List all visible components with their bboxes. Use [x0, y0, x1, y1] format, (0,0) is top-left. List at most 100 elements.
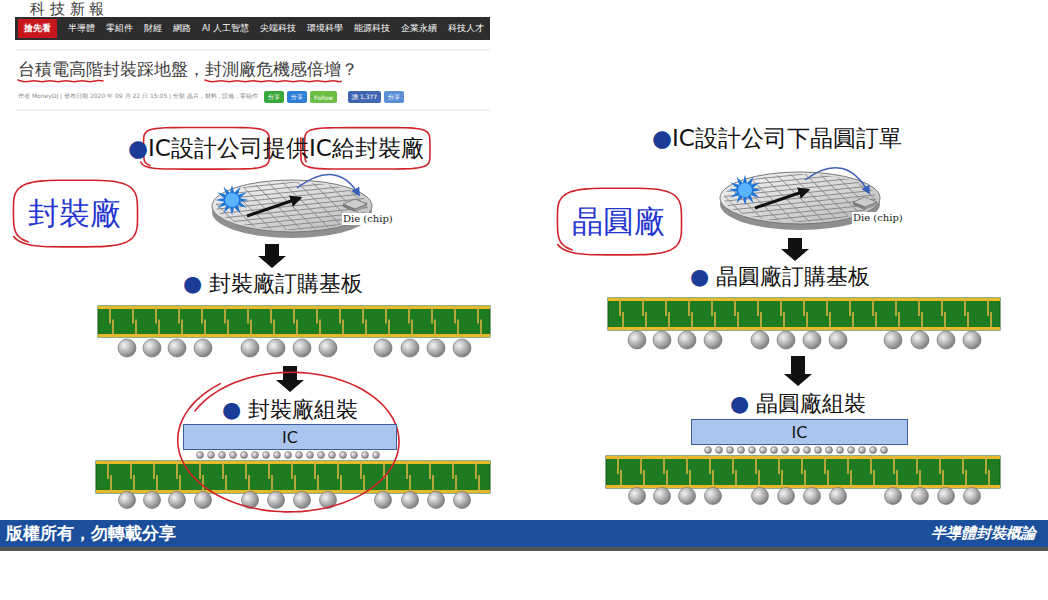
via [156, 475, 158, 493]
micro-bump [318, 452, 325, 459]
step-heading: ● 封裝廠組裝 [222, 397, 358, 422]
via [270, 306, 272, 324]
via [337, 461, 339, 479]
die-grid [661, 154, 938, 243]
via [250, 320, 252, 338]
nav-tab-label: 搶先看 [24, 23, 51, 35]
footer-band: 版權所有，勿轉載分享半導體封裝概論 [0, 520, 1048, 547]
via [176, 461, 178, 479]
footer-text: 版權所有，勿轉載分享 [6, 522, 176, 545]
micro-bump [749, 447, 756, 454]
wafer-arrow [247, 198, 300, 216]
via [988, 470, 990, 488]
via [411, 320, 413, 338]
via [431, 306, 433, 324]
grid-line [669, 162, 878, 184]
pick-arrow [805, 168, 869, 193]
via [942, 470, 944, 488]
via [666, 470, 668, 488]
solder-ball [752, 488, 769, 505]
via [640, 456, 642, 474]
grid-line [178, 181, 246, 248]
solder-ball [830, 488, 847, 505]
via [919, 470, 921, 488]
via [987, 298, 989, 316]
via [965, 470, 967, 488]
step-heading-box: ● 封裝廠組裝 [222, 397, 358, 422]
wafer-illustration [153, 162, 430, 251]
grid-line [739, 167, 807, 234]
via [294, 475, 296, 493]
solder-ball [803, 331, 821, 349]
die-grid-lines [153, 162, 430, 251]
grid-line [713, 204, 922, 226]
wafer-arrow [755, 190, 808, 208]
micro-bump [793, 447, 800, 454]
via [224, 306, 226, 324]
solder-ball [267, 339, 285, 357]
solder-ball [937, 331, 955, 349]
chip-box: IC [691, 419, 908, 445]
copper-layer [606, 485, 1000, 488]
micro-bump [738, 447, 745, 454]
solder-ball [143, 339, 161, 357]
micro-bump [208, 452, 215, 459]
solder-ball [194, 339, 212, 357]
step-heading: ● 晶圓廠組裝 [730, 391, 866, 416]
via [109, 306, 111, 324]
solder-ball [912, 488, 929, 505]
via [985, 456, 987, 474]
copper-layer [608, 327, 1000, 330]
chip-box: IC [183, 424, 397, 450]
via [801, 456, 803, 474]
step-heading-box: ● 晶圓廠組裝 [730, 391, 866, 416]
via [477, 306, 479, 324]
via [155, 306, 157, 324]
via [688, 298, 690, 316]
via [734, 298, 736, 316]
via [202, 475, 204, 493]
via [643, 470, 645, 488]
via [873, 470, 875, 488]
via [179, 475, 181, 493]
solder-ball [374, 339, 392, 357]
step-arrow [781, 238, 809, 261]
step-heading-box: ● 晶圓廠訂購基板 [690, 264, 870, 289]
via [689, 470, 691, 488]
grid-line [673, 174, 741, 241]
step-arrow [784, 356, 812, 386]
via [962, 456, 964, 474]
via [668, 312, 670, 330]
via [849, 298, 851, 316]
via [847, 456, 849, 474]
slide-divider [0, 547, 1048, 551]
via [112, 320, 114, 338]
via [227, 320, 229, 338]
solder-ball [679, 488, 696, 505]
via [342, 320, 344, 338]
via [939, 456, 941, 474]
solder-ball [654, 488, 671, 505]
wafer-illustration [661, 154, 938, 243]
site-masthead-box: 科 技 新 報 [30, 1, 104, 18]
via [199, 461, 201, 479]
via [757, 298, 759, 316]
via [454, 306, 456, 324]
step-heading: ●IC設計公司提供IC給封裝廠 [128, 135, 424, 161]
grid-line [721, 213, 930, 235]
via [386, 475, 388, 493]
via [898, 312, 900, 330]
grid-line [231, 175, 299, 242]
micro-bump [881, 447, 888, 454]
copper-layer [606, 456, 1000, 459]
button-label: 讚 1,377 [352, 93, 377, 102]
via [875, 312, 877, 330]
screenshot-rule [15, 110, 490, 111]
nav-item: 環境科學 [307, 23, 343, 35]
via [158, 320, 160, 338]
via [319, 320, 321, 338]
via [273, 320, 275, 338]
solder-ball [375, 492, 392, 509]
share-button: 分享 [264, 91, 284, 103]
